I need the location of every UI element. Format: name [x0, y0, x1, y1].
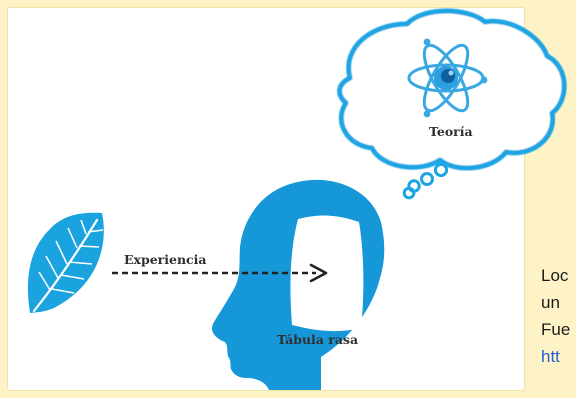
blank-slate-label: Tábula rasa	[277, 332, 358, 347]
arrow-right-icon	[309, 263, 328, 283]
experience-label: Experiencia	[124, 252, 207, 267]
atom-icon	[407, 38, 488, 118]
caption-line-3: Fue	[541, 320, 571, 339]
caption-line-2: un	[541, 293, 560, 312]
figure-caption: Loc un Fue htt	[541, 262, 576, 370]
theory-label: Teoría	[429, 124, 473, 139]
caption-line-1: Loc	[541, 266, 569, 285]
source-link[interactable]: htt	[541, 347, 560, 366]
leaf-icon	[27, 212, 104, 313]
